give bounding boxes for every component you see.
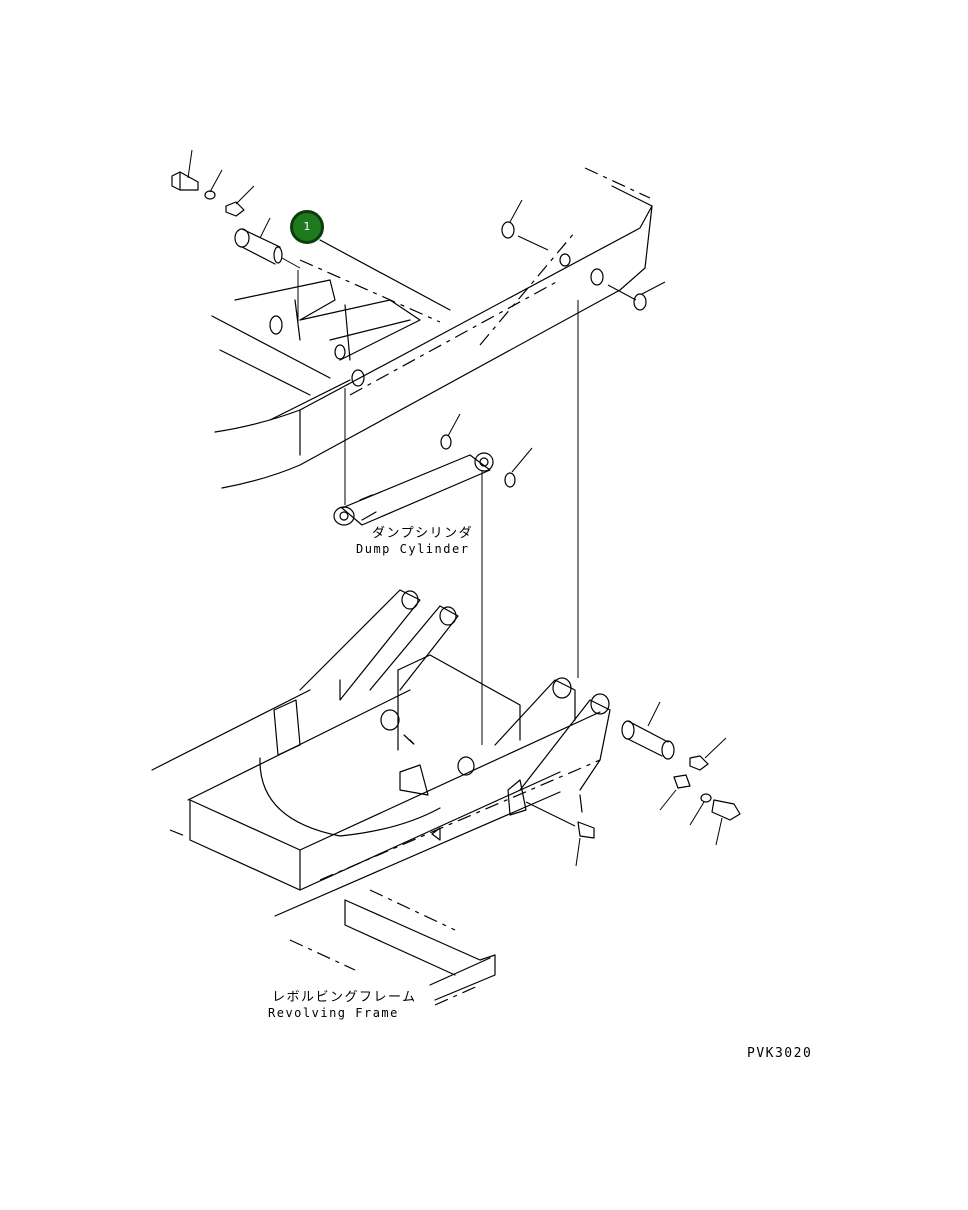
upper-boom-frame [211,167,653,489]
dump-cylinder-label-en: Dump Cylinder [356,542,470,556]
revolving-frame-label-en: Revolving Frame [268,1006,399,1020]
boom-washers [501,199,666,311]
callout-1-label: 1 [303,220,311,233]
dump-cylinder-label-jp: ダンプシリンダ [372,526,474,541]
revolving-frame [151,300,611,1006]
callout-1[interactable]: 1 [290,210,324,244]
drawing-code: PVK3020 [747,1046,813,1061]
dump-cylinder [333,388,533,745]
upper-pin-fasteners [171,149,301,322]
revolving-frame-label-jp: レボルビングフレーム [272,990,417,1005]
lower-pin-fasteners [431,701,741,867]
